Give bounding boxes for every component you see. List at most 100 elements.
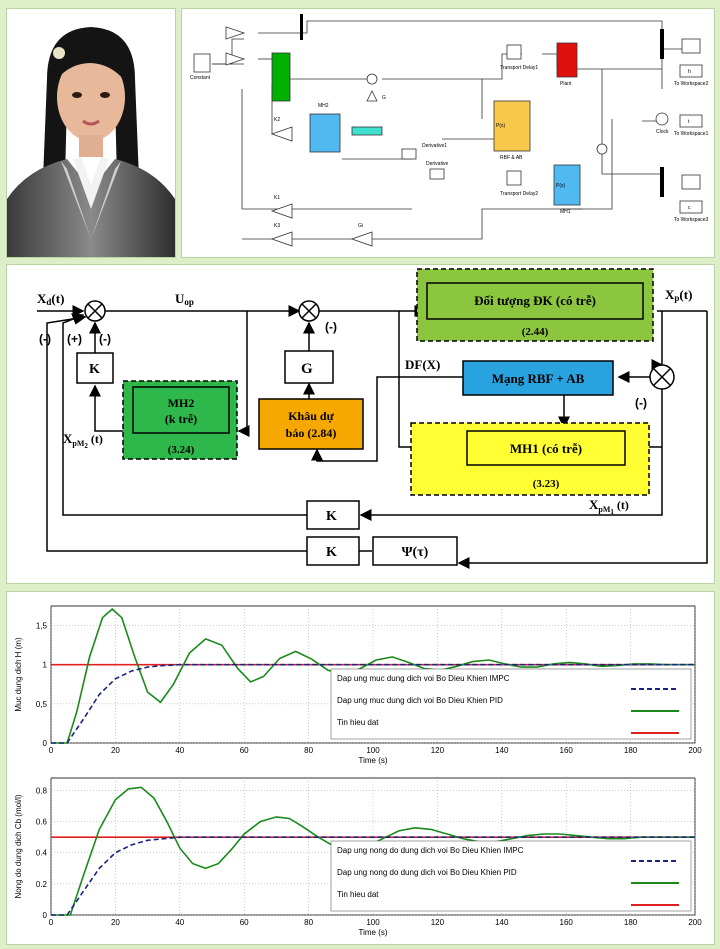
mh1-inner-label: P(s) (556, 183, 566, 189)
xp-label: Xp(t) (665, 287, 692, 303)
ws-c-label: c (688, 205, 691, 211)
portrait-photo (6, 8, 176, 258)
x-tick-label: 20 (111, 918, 120, 927)
constant-block (193, 53, 211, 73)
transport-delay1-block (506, 44, 522, 60)
y-axis-label: Muc dung dich H (m) (14, 637, 23, 712)
psi-delay-label: Ψ(τ) (402, 545, 429, 560)
plant-equation: (2.44) (522, 326, 549, 338)
k2-label: K2 (274, 117, 280, 123)
y-tick-label: 0.2 (36, 880, 48, 889)
derivative1-label: Derivative1 (422, 143, 447, 149)
gain-block (225, 52, 246, 66)
mh2-equation: (3.24) (168, 444, 195, 456)
legend-entry-label: Dap ung nong do dung dich voi Bo Dieu Kh… (337, 846, 524, 855)
mh1-equation: (3.23) (533, 478, 560, 490)
g-label: G (301, 361, 313, 377)
y-axis-label: Nong do dung dich Cb (mol/l) (14, 794, 23, 898)
clock-icon (655, 112, 669, 126)
minus-sign: (-) (325, 320, 337, 334)
df-label: DF(X) (405, 357, 440, 372)
x-tick-label: 120 (431, 918, 445, 927)
derivative-label: Derivative (426, 161, 448, 167)
control-block-diagram: Xd(t) Uop (-) (+) (-) (-) (-) K G MH2 (k… (6, 264, 715, 584)
transport-delay2-block (506, 170, 522, 186)
minus-sign: (-) (39, 332, 51, 346)
y-tick-label: 1,5 (36, 622, 48, 631)
y-tick-label: 1 (43, 661, 48, 670)
x-tick-label: 140 (495, 918, 509, 927)
gain-block (225, 26, 246, 40)
to-workspace1-label: To Workspace1 (674, 131, 709, 137)
minus-sign: (-) (635, 396, 647, 410)
legend-entry-label: Tin hieu dat (337, 890, 379, 899)
series-line (51, 663, 695, 744)
mux4-block (660, 167, 664, 197)
k-gain-label: K (89, 362, 100, 377)
plus-sign: (+) (67, 332, 82, 346)
block-diagram-canvas: Xd(t) Uop (-) (+) (-) (-) (-) K G MH2 (k… (37, 268, 708, 569)
legend-entry-label: Tin hieu dat (337, 718, 379, 727)
x-tick-label: 100 (366, 918, 380, 927)
k-gain-label: K (326, 545, 337, 560)
portrait-illustration (7, 9, 175, 257)
psi-delay-block (372, 536, 458, 566)
k-gain-block (306, 500, 360, 530)
to-workspace2-label: To Workspace2 (674, 81, 709, 87)
x-tick-label: 180 (624, 746, 638, 755)
mh2-title: MH2 (168, 396, 195, 410)
to-workspace2-block (679, 64, 703, 78)
y-tick-label: 0,5 (36, 700, 48, 709)
x-tick-label: 100 (366, 746, 380, 755)
rbf-inner-label: P(s) (496, 123, 506, 129)
transport-delay1-label: Transport Delay1 (500, 65, 538, 71)
plant-block (426, 282, 644, 320)
mux3-block (660, 29, 664, 59)
ws-h-label: h (688, 69, 691, 75)
khau-du-bao-block (258, 398, 364, 450)
plant-label: Plant (560, 81, 572, 87)
x-tick-label: 60 (240, 746, 249, 755)
x-axis-label: Time (s) (358, 928, 387, 937)
xpm2-label: XpM2(t) (63, 431, 103, 450)
xd-label: Xd(t) (37, 291, 64, 307)
x-tick-label: 160 (560, 746, 574, 755)
rbf-network-title: Mạng RBF + AB (492, 371, 585, 386)
x-tick-label: 140 (495, 746, 509, 755)
scope2-block (681, 174, 701, 190)
xpm1-label: XpM1(t) (589, 497, 629, 516)
to-workspace1-block (679, 114, 703, 128)
mux-block (271, 52, 291, 102)
rbf-label: RBF & AB (500, 155, 523, 161)
x-tick-label: 60 (240, 918, 249, 927)
mh1-title: MH1 (có trễ) (510, 441, 582, 456)
sum-block (366, 73, 378, 85)
gi-label: Gi (358, 223, 363, 229)
x-tick-label: 80 (304, 746, 313, 755)
minus-sign: (-) (99, 332, 111, 346)
gi-gain (350, 231, 373, 247)
simulink-canvas: Constant K2 MH2 G Derivative1 Derivative… (190, 14, 709, 247)
x-tick-label: 160 (560, 918, 574, 927)
uop-label: Uop (175, 291, 194, 307)
mh1-block (466, 430, 626, 466)
x-axis-label: Time (s) (358, 756, 387, 765)
k-gain-block (306, 536, 360, 566)
mh2-label: MH2 (318, 103, 329, 109)
x-tick-label: 20 (111, 746, 120, 755)
series-line (51, 836, 695, 916)
mh2-subtitle: (k trễ) (165, 412, 197, 426)
mh1-label: MH1 (560, 209, 571, 215)
k3-label: K3 (274, 223, 280, 229)
g-block (284, 350, 334, 384)
sum-junction (84, 300, 106, 322)
g-label: G (382, 95, 386, 101)
y-tick-label: 0 (43, 739, 48, 748)
k1-label: K1 (274, 195, 280, 201)
x-tick-label: 80 (304, 918, 313, 927)
rbf-network-block (462, 360, 614, 396)
